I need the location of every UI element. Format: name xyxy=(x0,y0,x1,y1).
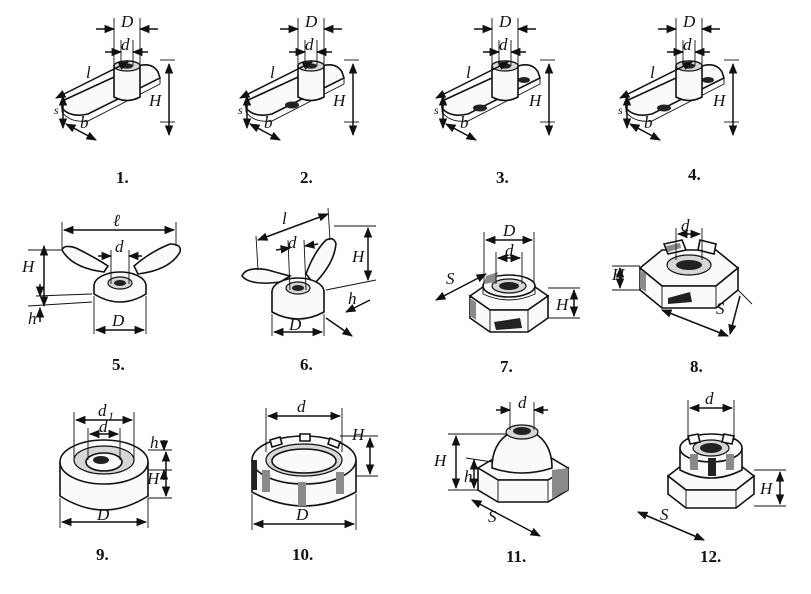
dim-S: S xyxy=(488,507,497,526)
caption-10: 10. xyxy=(292,545,313,564)
dim-D: D xyxy=(295,505,309,524)
dim-D: D xyxy=(502,221,516,240)
dim-D: D xyxy=(120,12,134,31)
dim-b: b xyxy=(460,113,469,132)
caption-2: 2. xyxy=(300,168,313,187)
figure-11: d H h S 11. xyxy=(433,393,570,566)
dim-l: l xyxy=(466,63,471,82)
caption-4: 4. xyxy=(688,165,701,184)
dim-d: d xyxy=(499,35,508,54)
dim-D: D xyxy=(304,12,318,31)
dim-H: H xyxy=(528,91,543,110)
dim-H: H xyxy=(433,451,448,470)
dim-d: d xyxy=(505,241,514,260)
dim-S: S xyxy=(660,505,669,524)
dim-s: s xyxy=(434,103,439,117)
caption-12: 12. xyxy=(700,547,721,566)
dim-b: b xyxy=(264,113,273,132)
dim-H: H xyxy=(611,265,626,284)
dim-l: ℓ xyxy=(113,211,120,230)
dim-H: H xyxy=(148,91,163,110)
dim-d: d xyxy=(681,216,690,235)
dim-h: h xyxy=(464,467,473,486)
dim-S: S xyxy=(446,269,455,288)
dim-D: D xyxy=(682,12,696,31)
dim-d: d xyxy=(121,35,130,54)
dim-H: H xyxy=(351,425,366,444)
dim-H: H xyxy=(332,91,347,110)
dim-D: D xyxy=(111,311,125,330)
caption-11: 11. xyxy=(506,547,526,566)
figure-4: D d l H b s 4. xyxy=(618,12,739,184)
dim-H: H xyxy=(759,479,774,498)
caption-9: 9. xyxy=(96,545,109,564)
dim-D: D xyxy=(498,12,512,31)
figure-5: ℓ d H h D 5. xyxy=(21,211,182,374)
caption-1: 1. xyxy=(116,168,129,187)
dim-d: d xyxy=(288,233,297,252)
dim-d1-subscript: 1 xyxy=(108,409,114,423)
dim-l: l xyxy=(270,63,275,82)
caption-8: 8. xyxy=(690,357,703,376)
figure-7: D d S H 7. xyxy=(435,221,580,376)
dim-h: h xyxy=(348,289,357,308)
dim-l: l xyxy=(650,63,655,82)
dim-l: l xyxy=(282,209,287,228)
dim-d: d xyxy=(518,393,527,412)
dim-D: D xyxy=(288,315,302,334)
dim-d: d xyxy=(99,417,108,436)
caption-6: 6. xyxy=(300,355,313,374)
dim-b: b xyxy=(80,113,89,132)
dim-d: d xyxy=(705,389,714,408)
figure-6: l d H D h 6. xyxy=(241,207,377,374)
dim-H: H xyxy=(146,469,161,488)
dim-H: H xyxy=(21,257,36,276)
dim-s: s xyxy=(238,103,243,117)
dim-d1: d xyxy=(98,401,107,420)
caption-5: 5. xyxy=(112,355,125,374)
figure-9: d 1 d h H D 9. xyxy=(59,401,172,564)
dim-H: H xyxy=(555,295,570,314)
caption-3: 3. xyxy=(496,168,509,187)
figure-8: d H S 8. xyxy=(611,216,753,376)
figure-3: D d l H b s 3. xyxy=(434,12,555,187)
dim-d: d xyxy=(115,237,124,256)
dim-h: h xyxy=(28,309,37,328)
dim-d: d xyxy=(683,35,692,54)
figure-10: d H D 10. xyxy=(251,397,378,564)
dim-S: S xyxy=(716,299,725,318)
dim-H: H xyxy=(712,91,727,110)
figure-2: D d l H b s 2. xyxy=(238,12,359,187)
dim-s: s xyxy=(618,103,623,117)
dim-b: b xyxy=(644,113,653,132)
figure-12: d H S 12. xyxy=(637,389,786,566)
dim-s: s xyxy=(54,103,59,117)
figure-1: D d l H b s 1. xyxy=(54,12,175,187)
dim-H: H xyxy=(351,247,366,266)
dim-l: l xyxy=(86,63,91,82)
dim-d: d xyxy=(305,35,314,54)
dim-D: D xyxy=(96,505,110,524)
dim-d: d xyxy=(297,397,306,416)
dim-h: h xyxy=(150,433,159,452)
caption-7: 7. xyxy=(500,357,513,376)
